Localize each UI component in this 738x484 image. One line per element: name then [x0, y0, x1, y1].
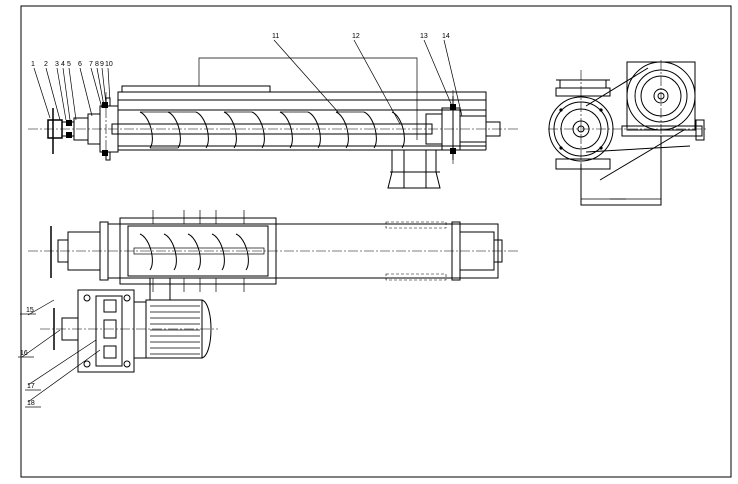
sheet-border: [20, 5, 732, 478]
leader-lines: [21, 39, 463, 403]
label-part-17: 17: [27, 383, 35, 390]
label-part-4: 4: [61, 61, 65, 68]
end-view: [548, 60, 706, 206]
label-part-13: 13: [420, 33, 428, 40]
label-part-12: 12: [352, 33, 360, 40]
label-part-8: 8: [95, 61, 99, 68]
front-view: [28, 57, 520, 189]
label-part-10: 10: [105, 61, 113, 68]
label-part-11: 11: [272, 33, 279, 40]
label-part-14: 14: [442, 33, 450, 40]
label-part-2: 2: [44, 61, 48, 68]
part-number-labels: 1 2 3 4 5 6 7 8 9 10 11 12 13 14 15 16 1…: [20, 33, 450, 407]
label-part-1: 1: [31, 61, 35, 68]
label-part-3: 3: [55, 61, 59, 68]
label-part-5: 5: [67, 61, 71, 68]
label-part-18: 18: [27, 400, 35, 407]
label-part-16: 16: [20, 350, 28, 357]
label-part-9: 9: [100, 61, 104, 68]
label-part-15: 15: [26, 307, 34, 314]
label-part-7: 7: [89, 61, 93, 68]
label-part-6: 6: [78, 61, 82, 68]
plan-view: [28, 210, 520, 373]
